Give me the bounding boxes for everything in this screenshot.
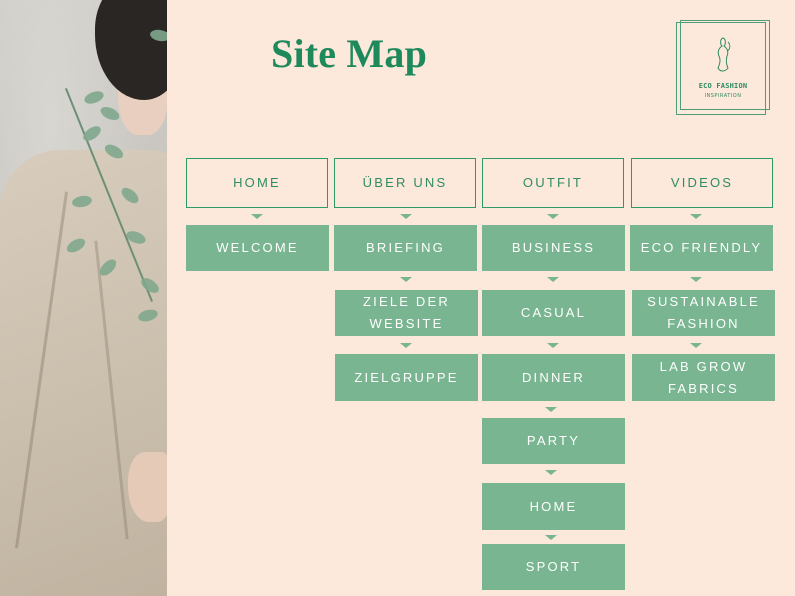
- connector-arrow: [547, 214, 559, 219]
- connector-arrow: [690, 277, 702, 282]
- connector-arrow: [545, 470, 557, 475]
- nav-item-ziele-der-website[interactable]: ZIELE DER WEBSITE: [335, 290, 478, 336]
- photo-hand: [128, 452, 167, 522]
- nav-item-eco-friendly[interactable]: ECO FRIENDLY: [630, 225, 773, 271]
- connector-arrow: [547, 343, 559, 348]
- logo-tagline: INSPIRATION: [704, 93, 742, 99]
- nav-item-zielgruppe[interactable]: ZIELGRUPPE: [335, 354, 478, 401]
- nav-head-outfit[interactable]: OUTFIT: [482, 158, 624, 208]
- photo-coat: [0, 150, 167, 596]
- logo-brand-text: ECO FASHION: [698, 82, 748, 90]
- nav-head-ueber-uns[interactable]: ÜBER UNS: [334, 158, 476, 208]
- connector-arrow: [251, 214, 263, 219]
- nav-item-casual[interactable]: CASUAL: [482, 290, 625, 336]
- connector-arrow: [547, 277, 559, 282]
- logo-frame: [676, 22, 766, 115]
- connector-arrow: [400, 343, 412, 348]
- nav-item-sport[interactable]: SPORT: [482, 544, 625, 590]
- nav-item-business[interactable]: BUSINESS: [482, 225, 625, 271]
- connector-arrow: [690, 343, 702, 348]
- nav-item-briefing[interactable]: BRIEFING: [334, 225, 477, 271]
- hero-photo: [0, 0, 167, 596]
- nav-head-home[interactable]: HOME: [186, 158, 328, 208]
- connector-arrow: [690, 214, 702, 219]
- nav-item-sustainable-fashion[interactable]: SUSTAINABLE FASHION: [632, 290, 775, 336]
- connector-arrow: [400, 277, 412, 282]
- connector-arrow: [545, 535, 557, 540]
- connector-arrow: [400, 214, 412, 219]
- nav-item-party[interactable]: PARTY: [482, 418, 625, 464]
- page-title: Site Map: [271, 31, 428, 76]
- nav-item-welcome[interactable]: WELCOME: [186, 225, 329, 271]
- nav-item-dinner[interactable]: DINNER: [482, 354, 625, 401]
- connector-arrow: [545, 407, 557, 412]
- nav-item-home-outfit[interactable]: HOME: [482, 483, 625, 530]
- nav-item-lab-grow-fabrics[interactable]: LAB GROW FABRICS: [632, 354, 775, 401]
- nav-head-videos[interactable]: VIDEOS: [631, 158, 773, 208]
- brand-logo: ECO FASHION INSPIRATION: [676, 20, 770, 115]
- logo-frame: [680, 20, 770, 110]
- woman-silhouette-icon: [717, 37, 731, 72]
